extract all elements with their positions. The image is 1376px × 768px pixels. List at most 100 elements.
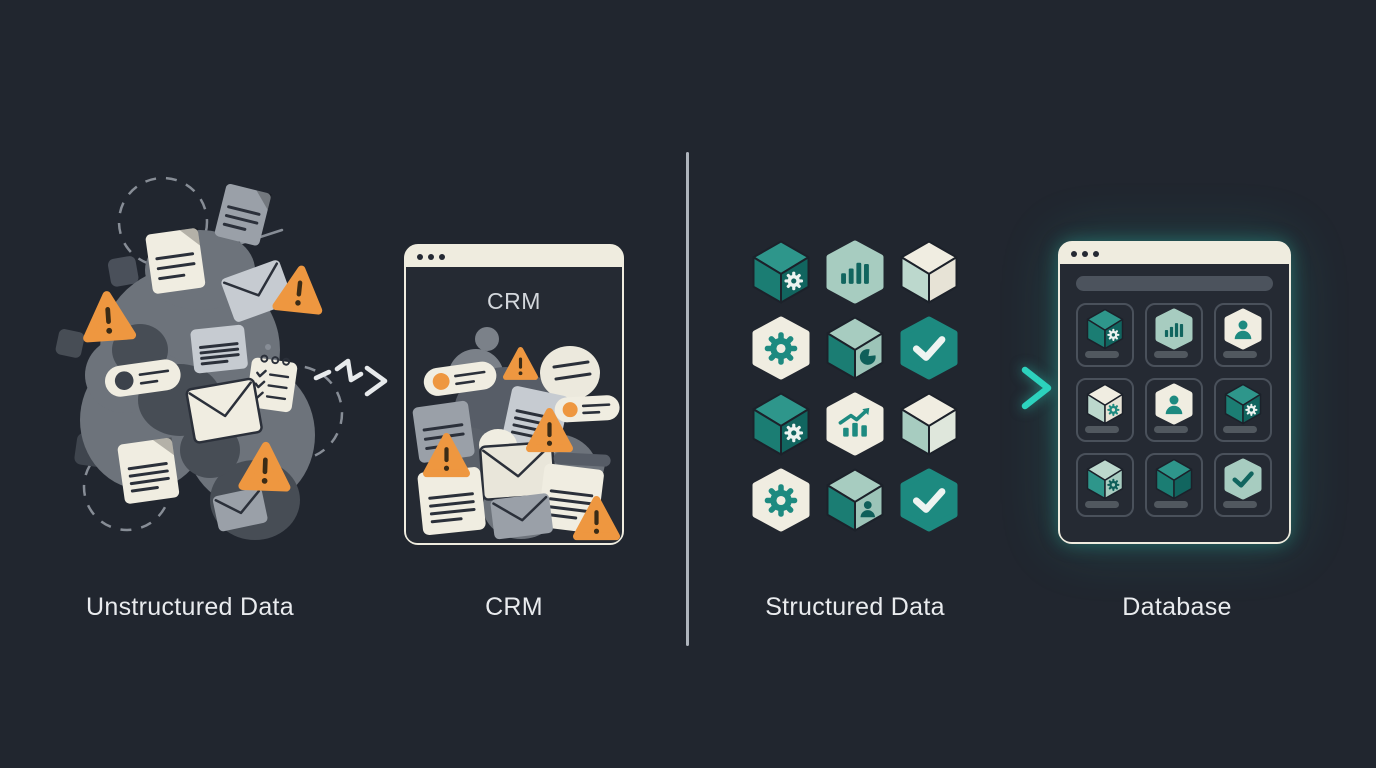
bar-chart-icon bbox=[1164, 323, 1184, 337]
database-grid bbox=[1076, 303, 1273, 517]
warning-icon bbox=[272, 265, 323, 315]
database-window bbox=[1058, 241, 1291, 544]
record-pill-icon bbox=[423, 361, 497, 396]
record-label-placeholder bbox=[1085, 426, 1119, 433]
database-record-card bbox=[1214, 378, 1272, 442]
structured-cell-gear bbox=[750, 240, 812, 304]
window-dot-icon bbox=[428, 253, 434, 260]
zigzag-bolt bbox=[334, 358, 364, 383]
structured-cell-trend bbox=[824, 392, 886, 456]
zigzag-arrowhead bbox=[364, 365, 388, 397]
square-shard-icon bbox=[55, 329, 85, 358]
cube-icon bbox=[1086, 458, 1124, 500]
label-database: Database bbox=[1122, 592, 1232, 621]
zigzag-dash bbox=[313, 369, 332, 381]
person-glyph-icon bbox=[1234, 320, 1252, 340]
cube-icon bbox=[826, 468, 884, 532]
window-dot-icon bbox=[1093, 250, 1099, 257]
warning-icon bbox=[573, 496, 620, 541]
structured-cell-check bbox=[898, 468, 960, 532]
flow-arrow-icon bbox=[703, 366, 1052, 410]
record-label-placeholder bbox=[1223, 501, 1257, 508]
structured-cell-gear bbox=[750, 316, 812, 380]
speech-bubble-icon bbox=[540, 346, 600, 400]
cube-icon bbox=[900, 240, 958, 304]
check-icon bbox=[912, 488, 946, 513]
check-icon bbox=[1232, 471, 1254, 488]
cube-icon bbox=[752, 392, 810, 456]
gear-icon bbox=[784, 423, 804, 443]
database-record-card bbox=[1076, 303, 1134, 367]
hexagon-icon bbox=[900, 468, 958, 532]
gear-icon bbox=[1245, 403, 1258, 416]
document-icon bbox=[117, 437, 180, 504]
record-label-placeholder bbox=[1085, 351, 1119, 358]
database-record-card bbox=[1214, 453, 1272, 517]
cube-icon bbox=[1086, 308, 1124, 350]
record-label-placeholder bbox=[1223, 426, 1257, 433]
record-label-placeholder bbox=[1223, 351, 1257, 358]
gear-icon bbox=[764, 332, 798, 365]
check-icon bbox=[912, 336, 946, 361]
envelope-icon bbox=[490, 493, 553, 540]
hexagon-icon bbox=[752, 468, 810, 532]
hexagon-icon bbox=[1155, 308, 1193, 350]
gear-icon bbox=[784, 271, 804, 291]
record-pill-icon bbox=[554, 395, 620, 423]
crm-clutter-art bbox=[412, 327, 620, 541]
warning-icon bbox=[83, 291, 137, 343]
record-label-placeholder bbox=[1154, 501, 1188, 508]
hexagon-icon bbox=[826, 392, 884, 456]
structured-cell-pie bbox=[824, 316, 886, 380]
label-unstructured-data: Unstructured Data bbox=[86, 592, 294, 621]
warning-icon bbox=[526, 408, 573, 453]
database-record-card bbox=[1214, 303, 1272, 367]
document-icon bbox=[417, 467, 486, 536]
hexagon-icon bbox=[1224, 458, 1262, 500]
database-record-card bbox=[1145, 453, 1203, 517]
label-crm: CRM bbox=[485, 592, 543, 621]
cube-icon bbox=[826, 316, 884, 380]
document-icon bbox=[145, 227, 206, 294]
structured-data-grid bbox=[750, 240, 960, 532]
warning-icon bbox=[238, 441, 291, 492]
hexagon-icon bbox=[826, 240, 884, 304]
flow-arrowhead bbox=[1021, 366, 1052, 410]
pie-chart-icon bbox=[859, 348, 877, 365]
cube-icon bbox=[1224, 383, 1262, 425]
structured-cell-gear bbox=[750, 468, 812, 532]
warning-icon bbox=[423, 433, 470, 478]
square-shard-icon bbox=[107, 256, 139, 287]
document-icon bbox=[214, 183, 272, 246]
warning-icon bbox=[503, 347, 538, 380]
window-dot-icon bbox=[1082, 250, 1088, 257]
window-dot-icon bbox=[417, 253, 423, 260]
window-dot-icon bbox=[439, 253, 445, 260]
database-window-titlebar bbox=[1060, 243, 1289, 264]
database-record-card bbox=[1076, 453, 1134, 517]
record-pill-icon bbox=[105, 359, 181, 397]
crm-window-titlebar bbox=[406, 246, 622, 267]
bar-chart-icon bbox=[841, 262, 869, 284]
gear-icon bbox=[1107, 328, 1120, 341]
cube-icon bbox=[752, 240, 810, 304]
person-glyph-icon bbox=[1165, 395, 1183, 415]
document-icon bbox=[412, 400, 475, 463]
hexagon-icon bbox=[752, 316, 810, 380]
structured-cell-check bbox=[898, 316, 960, 380]
structured-cell-gear bbox=[750, 392, 812, 456]
trend-chart-icon bbox=[838, 407, 870, 437]
zigzag-arrow-icon bbox=[313, 358, 388, 397]
envelope-icon bbox=[185, 377, 263, 444]
window-dot-icon bbox=[1071, 250, 1077, 257]
database-window-body bbox=[1060, 264, 1289, 542]
hexagon-icon bbox=[1224, 308, 1262, 350]
envelope-icon bbox=[212, 487, 268, 532]
hexagon-icon bbox=[1155, 383, 1193, 425]
record-label-placeholder bbox=[1154, 351, 1188, 358]
database-record-card bbox=[1145, 378, 1203, 442]
cube-icon bbox=[1086, 383, 1124, 425]
crm-window-title: CRM bbox=[487, 288, 541, 314]
hexagon-icon bbox=[900, 316, 958, 380]
